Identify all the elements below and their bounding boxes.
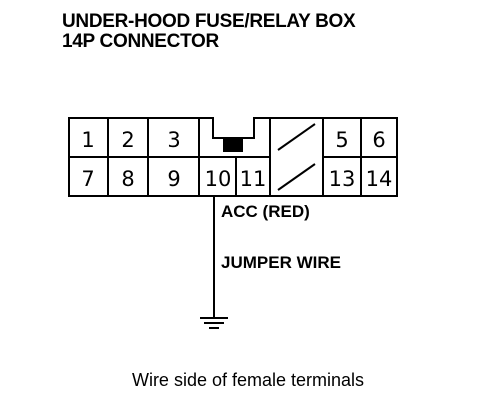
jumper-wire-label: JUMPER WIRE <box>221 253 341 272</box>
pin-13: 13 <box>329 167 356 191</box>
pin-1: 1 <box>81 128 94 152</box>
pin-2: 2 <box>121 128 134 152</box>
pin-6: 6 <box>372 128 385 152</box>
pin-3: 3 <box>167 128 180 152</box>
pin-5: 5 <box>335 128 348 152</box>
acc-wire-label: ACC (RED) <box>221 202 310 221</box>
diagram-caption: Wire side of female terminals <box>131 370 365 390</box>
diagram-title-line1: UNDER-HOOD FUSE/RELAY BOX <box>62 11 356 32</box>
ground-icon <box>200 317 228 329</box>
pin-11: 11 <box>240 167 267 191</box>
pin-9: 9 <box>167 167 180 191</box>
pin-7: 7 <box>81 167 94 191</box>
pin-numbers: 1 2 3 5 6 7 8 9 10 11 13 14 <box>81 128 392 191</box>
connector-housing <box>68 117 398 197</box>
pin-8: 8 <box>121 167 134 191</box>
pin-14: 14 <box>366 167 393 191</box>
pin-10: 10 <box>205 167 232 191</box>
diagram-title-line2: 14P CONNECTOR <box>62 31 219 52</box>
